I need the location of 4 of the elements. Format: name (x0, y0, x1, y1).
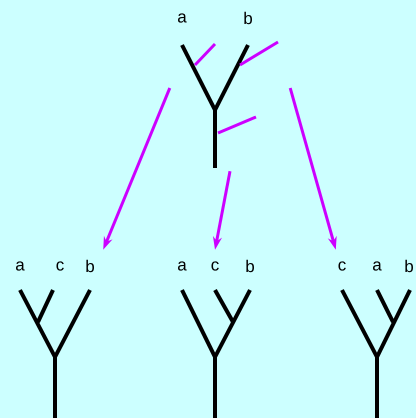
tree-drawing: a b (178, 12, 279, 168)
tree-drawing: a c b (16, 260, 94, 418)
tree-drawing: a c b (178, 260, 254, 418)
tree-drawing: c a b (338, 260, 413, 418)
